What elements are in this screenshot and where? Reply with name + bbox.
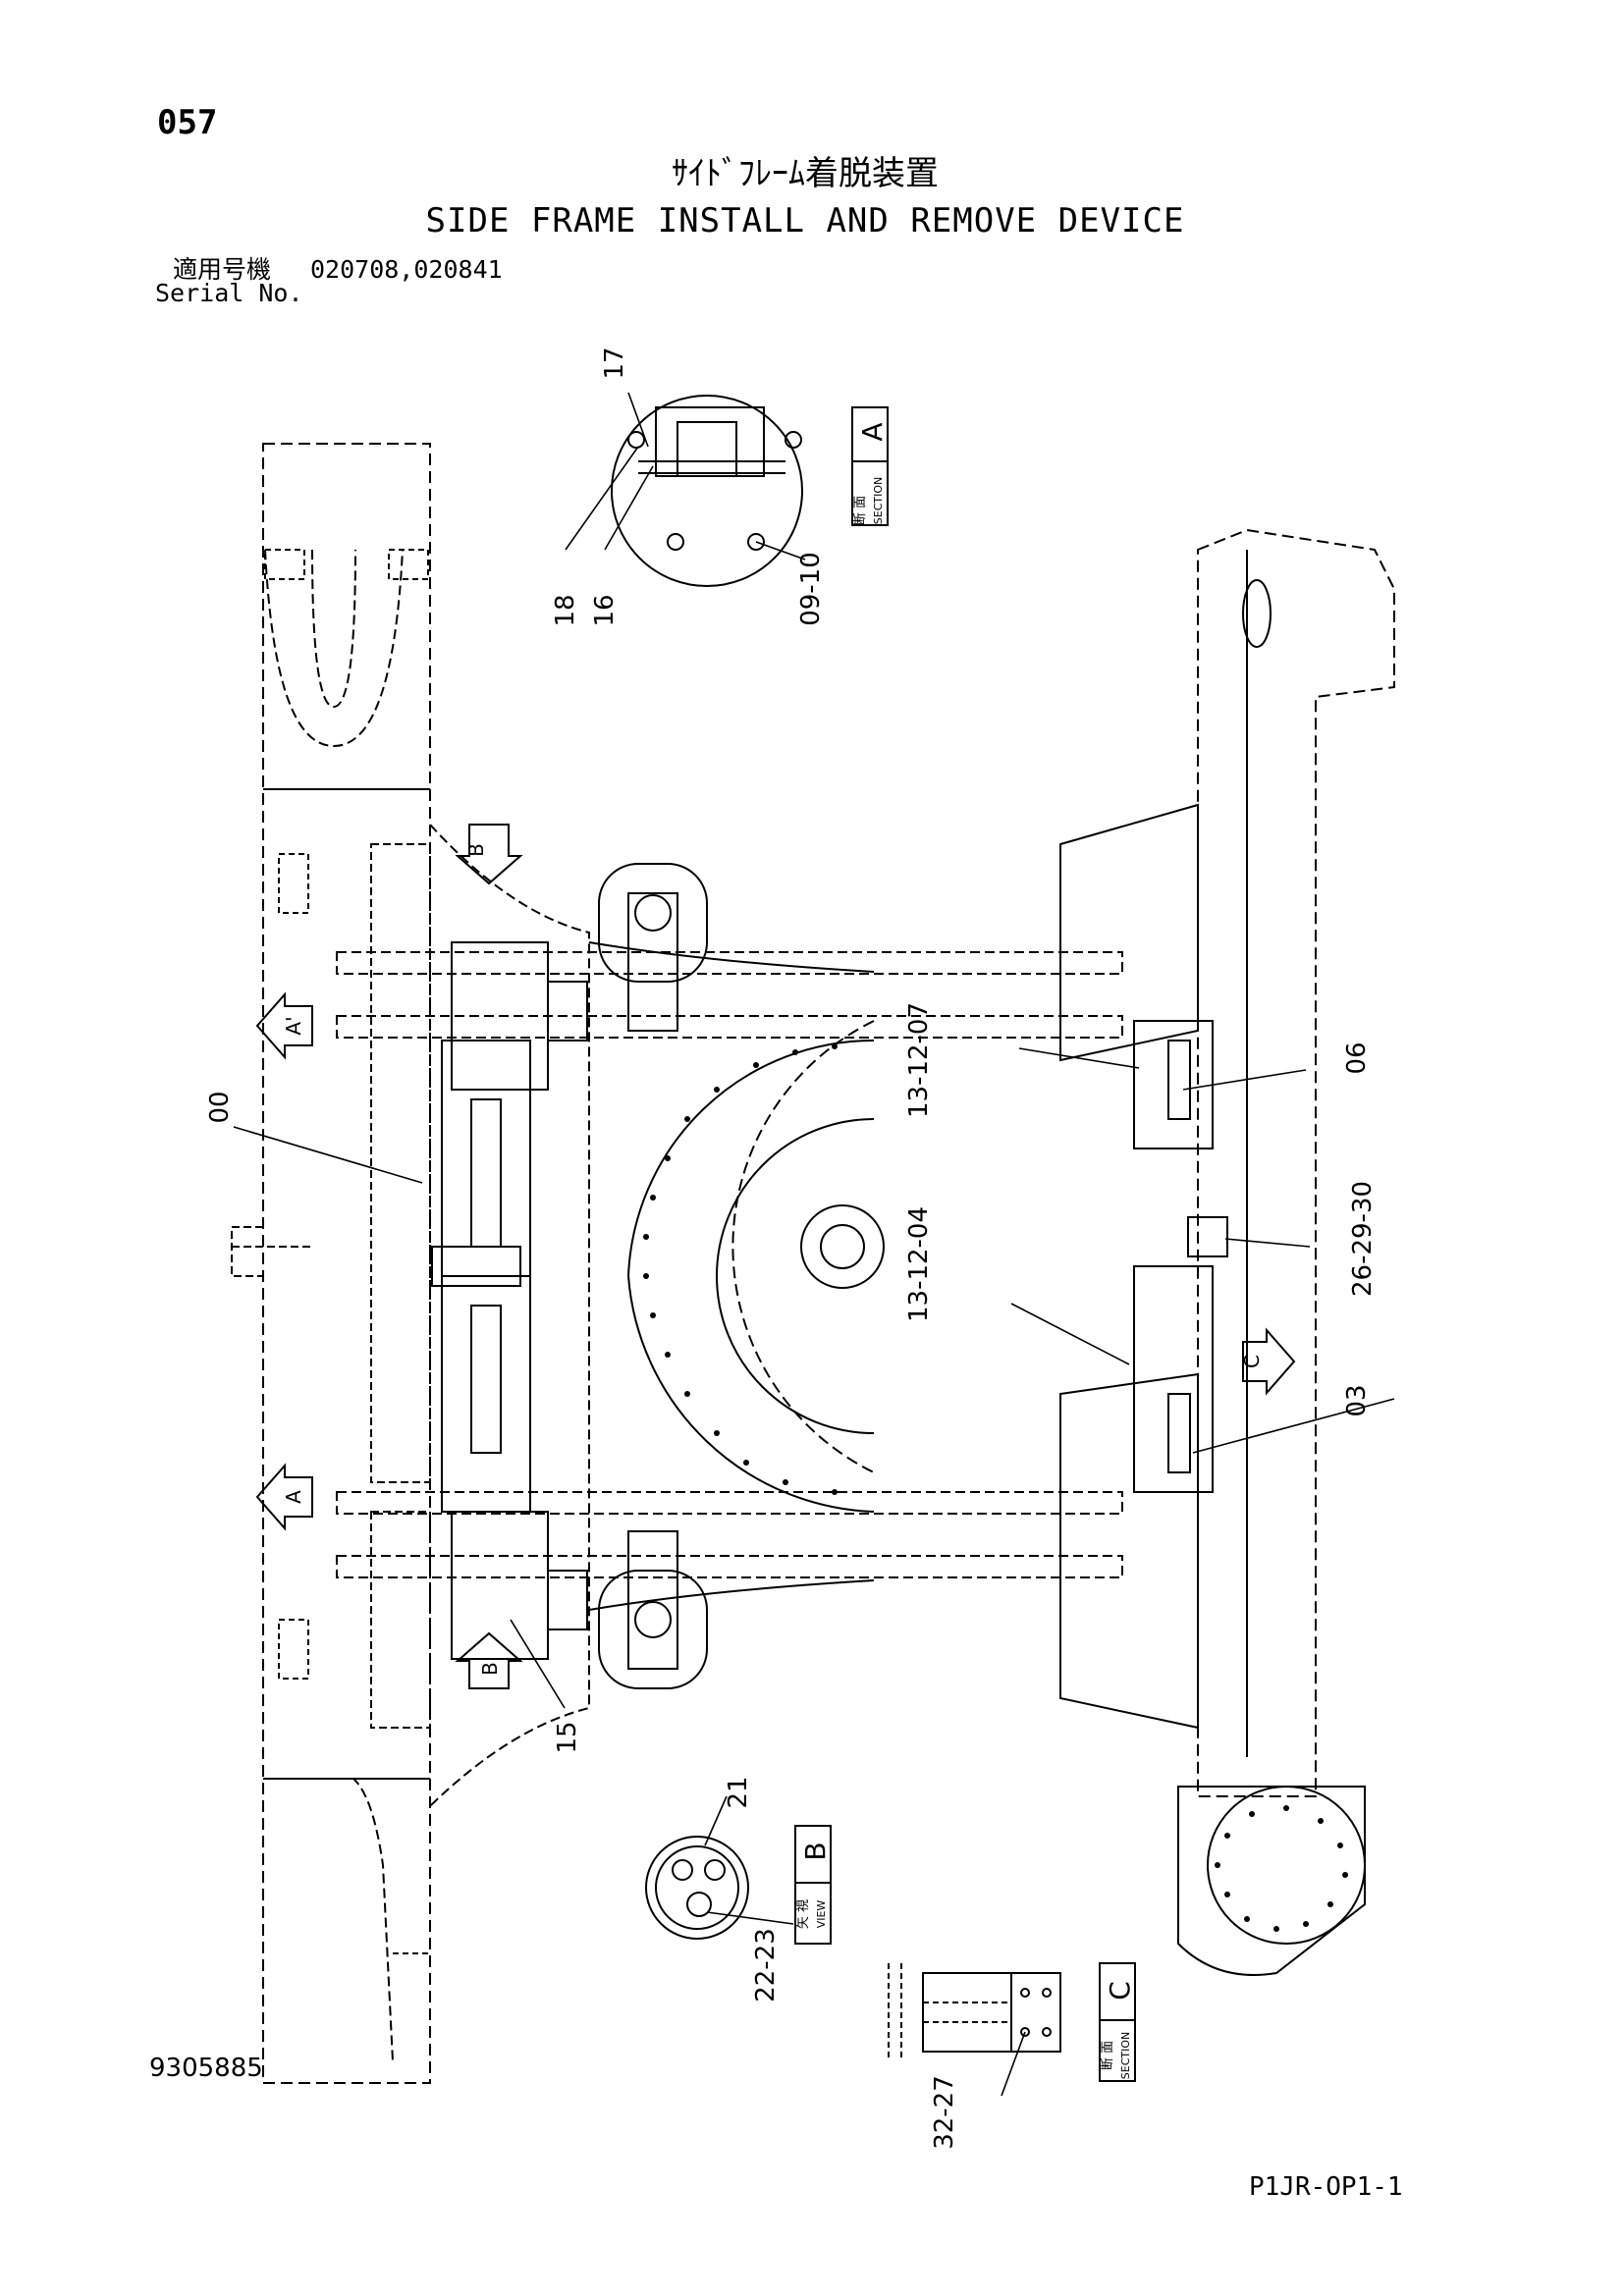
callout-26-29-30: 26-29-30 (1348, 1181, 1378, 1297)
arrow-b-top-letter: B (464, 843, 488, 857)
view-b-jp: 矢 視 (796, 1899, 811, 1929)
section-c-detail (888, 1962, 1136, 2082)
part-callouts: 17 18 16 09-10 00 15 13-12-07 13-12-04 0… (205, 347, 1378, 2149)
title-english: SIDE FRAME INSTALL AND REMOVE DEVICE (425, 201, 1185, 240)
arrow-b-bottom (455, 1631, 523, 1689)
serial-numbers: 020708,020841 (310, 255, 503, 284)
arrow-b-top (455, 824, 523, 885)
section-c-en: SECTION (1119, 2032, 1132, 2079)
callout-15: 15 (553, 1721, 582, 1753)
callout-18: 18 (551, 594, 580, 626)
view-b-letter: B (799, 1842, 832, 1860)
arrow-a-prime (255, 991, 313, 1060)
arrow-c-right (1242, 1327, 1296, 1396)
callout-03: 03 (1342, 1384, 1372, 1416)
carbody-swing-circle (588, 863, 885, 1689)
section-a-jp: 断 面 (853, 496, 868, 525)
view-b-en: VIEW (815, 1900, 828, 1929)
section-a-en: SECTION (872, 477, 885, 524)
callout-16: 16 (590, 594, 620, 626)
sheet-reference: P1JR-OP1-1 (1249, 2172, 1403, 2202)
callout-00: 00 (205, 1091, 235, 1123)
callout-17: 17 (600, 347, 629, 379)
callout-32-27: 32-27 (930, 2075, 959, 2150)
section-c-jp: 断 面 (1101, 2041, 1115, 2070)
arrow-b-bottom-letter: B (478, 1662, 502, 1676)
leader-lines (233, 392, 1395, 2097)
section-c-letter: C (1104, 1981, 1136, 2001)
serial-label-english: Serial No. (155, 279, 303, 307)
arrow-a-lower (255, 1463, 313, 1531)
callout-21: 21 (724, 1776, 753, 1808)
section-a-letter: A (856, 422, 889, 441)
title-japanese: ｻｲﾄﾞﾌﾚｰﾑ着脱装置 (672, 154, 939, 193)
callout-06: 06 (1342, 1041, 1372, 1074)
serial-label-japanese: 適用号機 (173, 255, 272, 284)
callout-22-23: 22-23 (751, 1928, 781, 2002)
section-a-detail (611, 395, 889, 587)
center-jack-assembly (336, 824, 1123, 1807)
arrow-c-right-letter: C (1240, 1355, 1264, 1368)
callout-13-12-07: 13-12-07 (904, 1002, 934, 1118)
page-number: 057 (157, 103, 218, 142)
arrow-a-lower-letter: A (282, 1490, 305, 1504)
view-labels: A 断 面 SECTION B 矢 視 VIEW C 断 面 SECTION (796, 422, 1136, 2079)
drawing-number: 9305885 (149, 2054, 263, 2083)
view-b-detail (645, 1825, 832, 1945)
callout-13-12-04: 13-12-04 (904, 1206, 934, 1322)
right-side-frame (1059, 528, 1395, 1976)
callout-09-10: 09-10 (796, 552, 826, 626)
arrow-a-prime-letter: A' (282, 1016, 305, 1035)
view-arrow-markers (255, 824, 1296, 1689)
arrow-letters: B B A' A C (282, 843, 1264, 1676)
left-side-frame (231, 443, 431, 2084)
